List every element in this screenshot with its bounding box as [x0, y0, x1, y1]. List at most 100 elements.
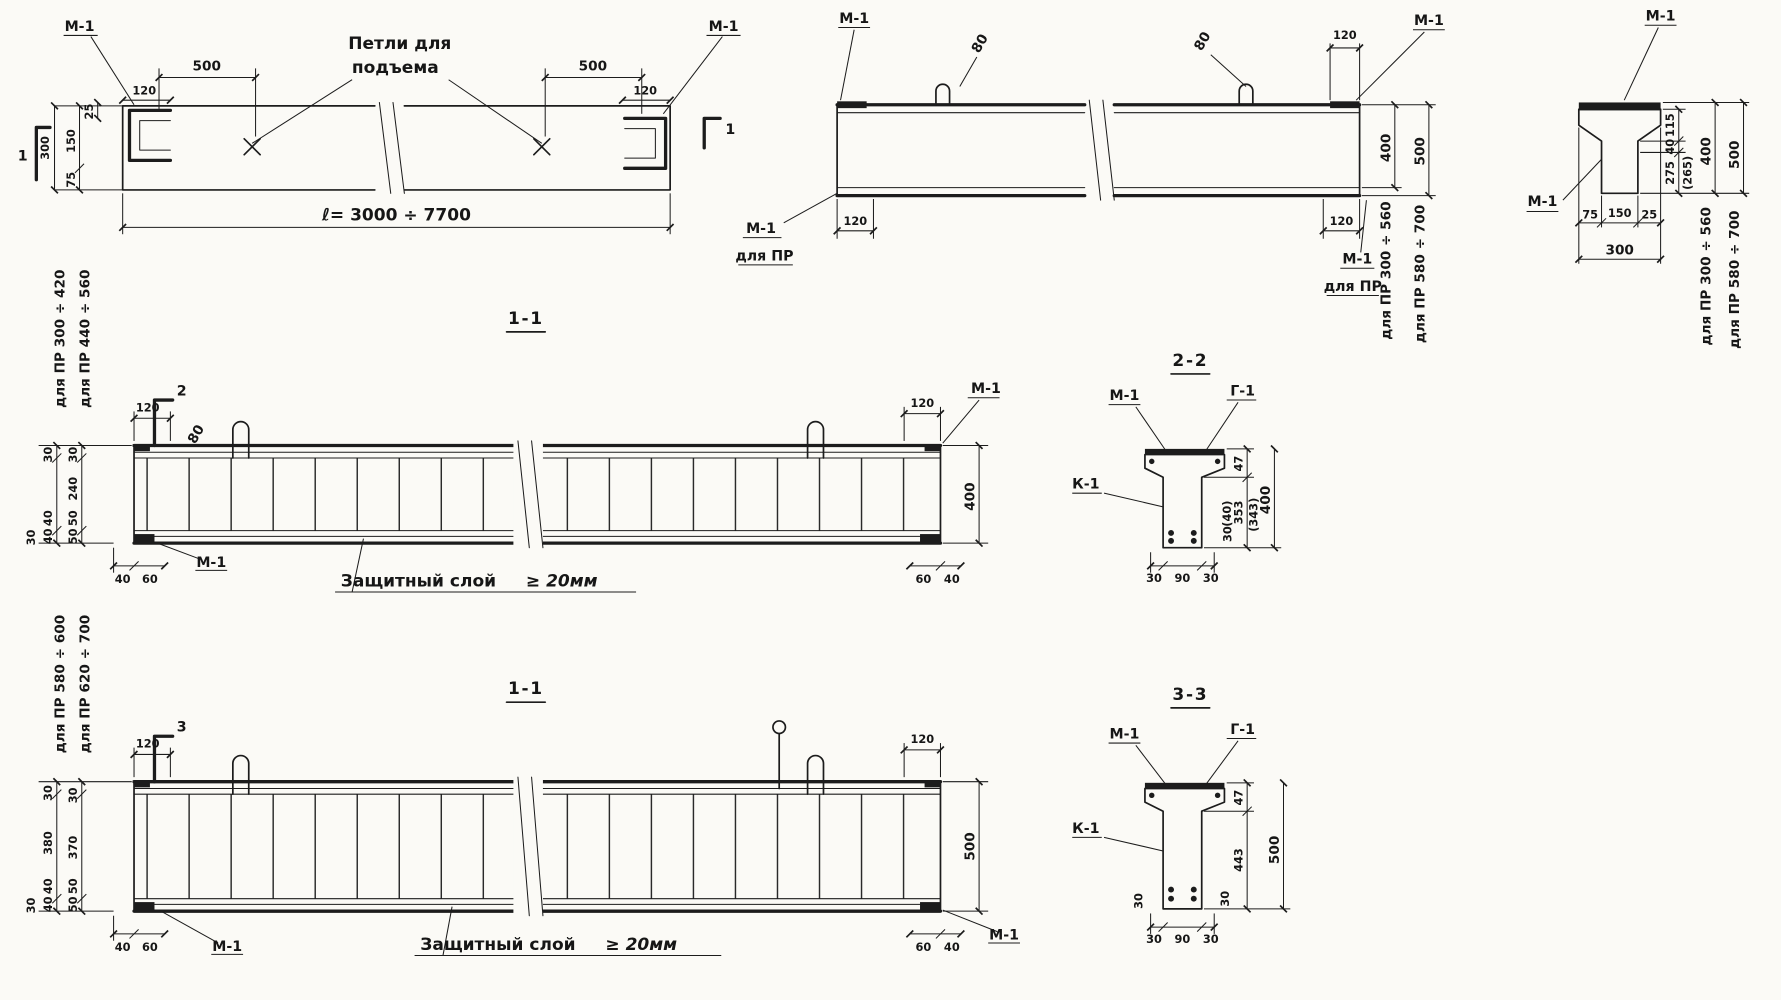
dim-label-alt: (343): [1246, 498, 1260, 532]
dim-label: 60: [916, 572, 932, 586]
lifting-loop: [231, 420, 250, 459]
dim-label: 40: [41, 878, 55, 894]
rebar-dots: [1149, 458, 1221, 544]
dim-label: 30: [1203, 571, 1219, 585]
dim-label: 30: [66, 447, 80, 463]
dim-label: 60: [142, 940, 158, 954]
dim-label: 90: [1175, 571, 1191, 585]
dim-label: 30: [24, 898, 38, 914]
cut-number: 2: [177, 384, 187, 400]
dim-label: 400: [963, 482, 979, 510]
section-title: 2-2: [1172, 351, 1208, 371]
dim-label: 30: [66, 787, 80, 803]
m1-plate: [920, 902, 941, 912]
m1-label: М-1: [65, 19, 95, 35]
dim-label: 300: [38, 136, 52, 160]
break-lines: [517, 440, 544, 549]
cover-note: Защитный слой: [341, 571, 496, 591]
dim-label: 500: [1412, 137, 1428, 165]
m1-plate: [837, 101, 867, 109]
range-label: для ПР 300 ÷ 560: [1699, 207, 1715, 345]
dim-label: 40: [41, 528, 55, 544]
dim-label: 120: [910, 396, 934, 410]
m1-plate: [1578, 102, 1661, 111]
dim-label: 120: [843, 214, 867, 228]
dim-label: 40: [944, 572, 960, 586]
dim-label-alt: (40): [1220, 501, 1234, 527]
dim-label: 50: [66, 896, 80, 912]
rebar-dots: [1149, 792, 1221, 902]
dim-label: 30: [41, 447, 55, 463]
dim-label: 40: [41, 896, 55, 912]
dim-label: 380: [41, 831, 55, 855]
dim-label: 40: [1663, 139, 1677, 155]
m1-label: М-1: [839, 11, 869, 27]
lifting-loop-mark-right: [532, 137, 551, 156]
beam-outline: [132, 420, 943, 550]
loops-note-line2: подъема: [352, 58, 439, 78]
cut-number: 1: [18, 148, 28, 164]
dim-label: 120: [136, 400, 160, 414]
dim-label: 80: [1191, 29, 1214, 53]
dim-label: 40: [115, 572, 131, 586]
section-title: 3-3: [1172, 685, 1208, 705]
range-label: для ПР 580 ÷ 600: [53, 615, 69, 753]
m1-label: М-1: [1528, 194, 1558, 210]
lifting-loop: [935, 83, 951, 106]
section-2-2: 2-2 М-1 Г-1 К: [1072, 351, 1282, 585]
dim-label: 400: [1699, 137, 1715, 165]
dimension-lines: [738, 26, 1445, 297]
lifting-loop: [1238, 83, 1254, 106]
m1-label: М-1: [212, 939, 242, 955]
dim-label: 40: [115, 940, 131, 954]
lifting-loop-mark-left: [243, 137, 261, 156]
dim-label: 60: [142, 572, 158, 586]
dim-label: 300: [1605, 243, 1633, 259]
range-label: для ПР 580 ÷ 700: [1412, 205, 1428, 343]
beam-outline: [835, 83, 1362, 201]
section-1-1-top: 1-1: [24, 270, 1001, 593]
dim-label: 80: [969, 31, 992, 55]
k1-label: К-1: [1072, 477, 1099, 493]
stirrups: [542, 457, 932, 531]
cut-mark-1-left: [34, 125, 52, 182]
break-lines: [517, 776, 544, 917]
dim-label: 120: [136, 737, 160, 751]
range-label: для ПР 580 ÷ 700: [1727, 210, 1743, 348]
beam-outline: [121, 101, 671, 194]
dim-label: 120: [132, 84, 156, 98]
dim-label: 75: [1582, 207, 1598, 221]
m1-plate: [924, 445, 941, 452]
dim-label: 500: [192, 59, 220, 75]
m1-label: М-1: [1110, 388, 1140, 404]
g1-label: Г-1: [1230, 384, 1255, 400]
m1-plate: [134, 534, 155, 544]
m1-label: М-1: [709, 19, 739, 35]
g1-label: Г-1: [1230, 722, 1255, 738]
dim-label: 400: [1378, 134, 1394, 162]
m1-plate: [920, 534, 941, 544]
end-channel-left: [127, 108, 173, 163]
dim-label: 370: [66, 836, 80, 860]
stirrups: [143, 794, 514, 899]
range-label: для ПР 620 ÷ 700: [78, 615, 94, 753]
dim-label: 50: [66, 528, 80, 544]
loops-note-line1: Петли для: [348, 34, 451, 54]
beam-profile: [1144, 453, 1226, 549]
m1-label: М-1: [1646, 9, 1676, 25]
dim-label: 30: [41, 785, 55, 801]
stirrups: [542, 794, 932, 899]
m1-plate: [134, 781, 150, 788]
dimension-lines: [34, 34, 741, 235]
dimension-lines: [1072, 399, 1282, 573]
k1-label: К-1: [1072, 821, 1099, 837]
beam-profile: [1144, 787, 1226, 910]
dim-label: 30: [1146, 932, 1162, 946]
range-label: для ПР 300 ÷ 560: [1378, 201, 1394, 339]
section-1-1-bottom: 1-1: [24, 615, 1020, 956]
m1-plate: [1144, 448, 1225, 455]
lifting-loop: [806, 754, 825, 796]
range-label: для ПР 440 ÷ 560: [78, 270, 94, 408]
dim-label: 25: [1641, 207, 1657, 221]
dim-label: 50: [66, 878, 80, 894]
